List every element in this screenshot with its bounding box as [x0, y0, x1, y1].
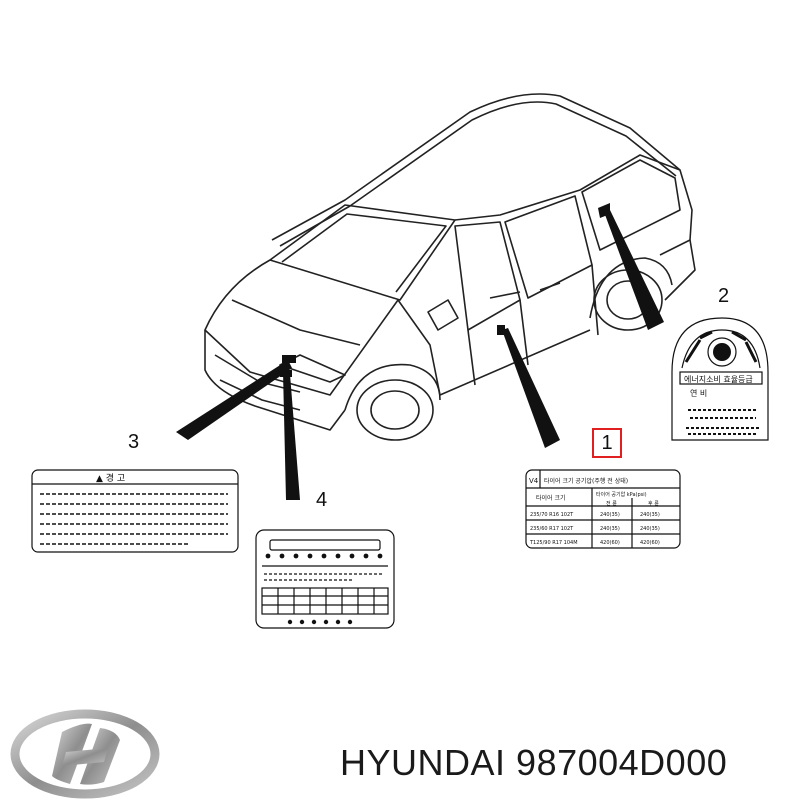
part-caption: HYUNDAI 987004D000 [340, 742, 727, 784]
svg-text:240(35): 240(35) [600, 526, 620, 532]
leader-pointers [176, 210, 664, 500]
callout-number-3: 3 [128, 431, 140, 453]
brand-name: HYUNDAI [340, 742, 506, 783]
svg-text:240(35): 240(35) [600, 512, 620, 518]
leader-label-4 [283, 372, 300, 500]
callout-number-2: 2 [718, 285, 730, 307]
svg-text:240(35): 240(35) [640, 526, 660, 532]
svg-text:240(35): 240(35) [640, 512, 660, 518]
part-number: 987004D000 [516, 742, 728, 783]
vehicle-drawing [204, 93, 696, 441]
warning-title: ▲ 경 고 [96, 472, 125, 484]
callout-number-1: 1 [592, 428, 622, 458]
callout-number-4: 4 [316, 489, 328, 511]
label-warning: ▲ 경 고 [31, 469, 239, 553]
svg-text:420(60): 420(60) [600, 540, 620, 546]
svg-text:타이어 공기압 kPa(psi): 타이어 공기압 kPa(psi) [596, 491, 647, 498]
svg-text:후 륜: 후 륜 [648, 501, 659, 507]
leader-label-3 [176, 360, 292, 440]
label-fuel-efficiency: 에너지소비 효율등급 연 비 [671, 317, 769, 441]
fuel-label-title: 에너지소비 효율등급 [684, 374, 753, 384]
svg-text:235/60 R17 102T: 235/60 R17 102T [530, 526, 574, 532]
svg-text:타이어 크기 공기압(주행 전 상태): 타이어 크기 공기압(주행 전 상태) [544, 477, 628, 485]
svg-text:타이어 크기: 타이어 크기 [536, 494, 566, 502]
svg-text:235/70 R16 102T: 235/70 R16 102T [530, 512, 574, 518]
label-emission-control [255, 529, 395, 629]
fuel-label-row: 연 비 [690, 389, 707, 398]
leader-label-2 [604, 210, 664, 330]
label-tire-pressure: V4 타이어 크기 공기압(주행 전 상태) 타이어 크기 타이어 공기압 kP… [525, 469, 681, 549]
svg-text:전 륜: 전 륜 [606, 500, 617, 507]
svg-text:T125/90 R17 104M: T125/90 R17 104M [529, 540, 578, 546]
hyundai-logo-icon [10, 709, 160, 799]
svg-text:420(60): 420(60) [640, 540, 660, 546]
svg-text:V4: V4 [529, 477, 539, 485]
leader-label-1 [502, 328, 560, 448]
